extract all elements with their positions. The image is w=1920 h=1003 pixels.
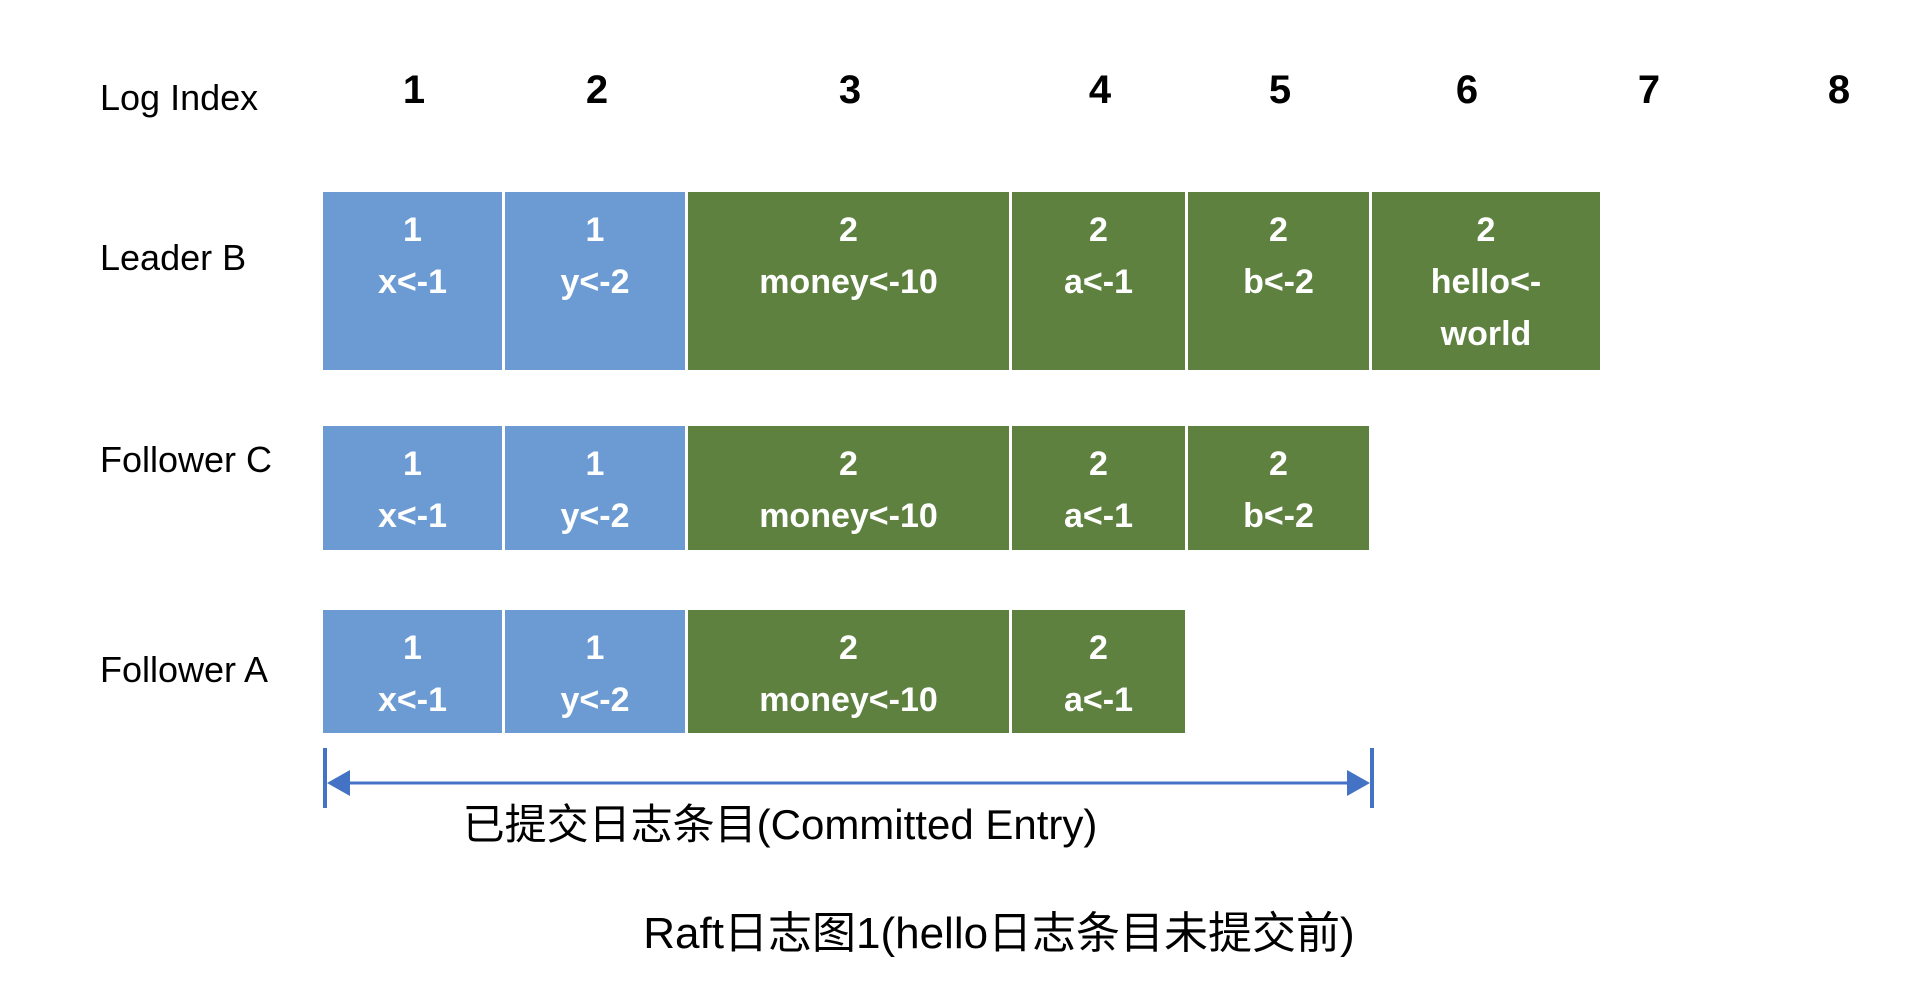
committed-range-arrow bbox=[323, 748, 1374, 808]
entry-command: y<-2 bbox=[560, 497, 630, 535]
follower-c-entry-1: 1 x<-1 bbox=[323, 426, 502, 550]
follower-a-entry-1: 1 x<-1 bbox=[323, 610, 502, 733]
follower-c-entry-2: 1 y<-2 bbox=[505, 426, 685, 550]
entry-command: a<-1 bbox=[1064, 497, 1133, 535]
entry-command: b<-2 bbox=[1243, 497, 1314, 535]
follower-a-entry-4: 2 a<-1 bbox=[1012, 610, 1185, 733]
entry-term: 1 bbox=[585, 629, 605, 667]
entry-term: 2 bbox=[1089, 629, 1108, 667]
entry-term: 2 bbox=[1089, 445, 1108, 483]
entry-command: money<-10 bbox=[759, 681, 938, 719]
figure-caption: Raft日志图1(hello日志条目未提交前) bbox=[643, 909, 1355, 958]
log-index-8: 8 bbox=[1827, 68, 1851, 112]
follower-c-entry-3: 2 money<-10 bbox=[688, 426, 1009, 550]
leader-b-entry-2: 1 y<-2 bbox=[505, 192, 685, 370]
log-index-7: 7 bbox=[1637, 68, 1661, 112]
entry-command: b<-2 bbox=[1243, 263, 1314, 301]
arrowhead-left bbox=[327, 770, 350, 796]
entry-term: 1 bbox=[585, 211, 605, 249]
leader-b-entry-1: 1 x<-1 bbox=[323, 192, 502, 370]
committed-entry-label: 已提交日志条目(Committed Entry) bbox=[462, 801, 1098, 848]
entry-command: x<-1 bbox=[378, 263, 447, 301]
entry-command: a<-1 bbox=[1064, 681, 1133, 719]
log-row-follower-a: 1 x<-1 1 y<-2 2 money<-10 2 a<-1 bbox=[323, 610, 1185, 733]
entry-term: 2 bbox=[1269, 211, 1288, 249]
leader-b-entry-6: 2 hello<-world bbox=[1372, 192, 1600, 370]
follower-c-entry-5: 2 b<-2 bbox=[1188, 426, 1369, 550]
entry-term: 1 bbox=[403, 629, 422, 667]
leader-b-entry-5: 2 b<-2 bbox=[1188, 192, 1369, 370]
follower-c-entry-4: 2 a<-1 bbox=[1012, 426, 1185, 550]
log-row-follower-c: 1 x<-1 1 y<-2 2 money<-10 2 a<-1 2 b<-2 bbox=[323, 426, 1369, 550]
entry-command: money<-10 bbox=[759, 497, 938, 535]
entry-term: 2 bbox=[1476, 211, 1496, 249]
log-index-5: 5 bbox=[1268, 68, 1292, 112]
entry-command: x<-1 bbox=[378, 681, 447, 719]
entry-command: y<-2 bbox=[560, 263, 630, 301]
log-index-4: 4 bbox=[1088, 68, 1112, 112]
entry-term: 1 bbox=[585, 445, 605, 483]
entry-command: a<-1 bbox=[1064, 263, 1133, 301]
entry-command: x<-1 bbox=[378, 497, 447, 535]
row-label-follower-c: Follower C bbox=[100, 439, 273, 480]
entry-term: 2 bbox=[1269, 445, 1288, 483]
entry-command: money<-10 bbox=[759, 263, 938, 301]
entry-command: y<-2 bbox=[560, 681, 630, 719]
row-label-follower-a: Follower A bbox=[100, 649, 269, 690]
entry-term: 2 bbox=[1089, 211, 1108, 249]
log-index-1: 1 bbox=[402, 68, 426, 112]
log-index-3: 3 bbox=[838, 68, 862, 112]
leader-b-entry-4: 2 a<-1 bbox=[1012, 192, 1185, 370]
entry-term: 1 bbox=[403, 445, 422, 483]
log-index-6: 6 bbox=[1455, 68, 1479, 112]
entry-term: 2 bbox=[839, 445, 858, 483]
leader-b-entry-3: 2 money<-10 bbox=[688, 192, 1009, 370]
entry-term: 2 bbox=[839, 211, 858, 249]
row-label-leader-b: Leader B bbox=[100, 237, 247, 278]
entry-command: hello<-world bbox=[1430, 263, 1542, 353]
entry-term: 2 bbox=[839, 629, 858, 667]
arrowhead-right bbox=[1347, 770, 1370, 796]
log-index-2: 2 bbox=[585, 68, 609, 112]
follower-a-entry-2: 1 y<-2 bbox=[505, 610, 685, 733]
log-row-leader-b: 1 x<-1 1 y<-2 2 money<-10 2 a<-1 2 b<-2 2 hell… bbox=[323, 192, 1600, 370]
follower-a-entry-3: 2 money<-10 bbox=[688, 610, 1009, 733]
entry-term: 1 bbox=[403, 211, 422, 249]
log-index-label: Log Index bbox=[100, 77, 259, 118]
